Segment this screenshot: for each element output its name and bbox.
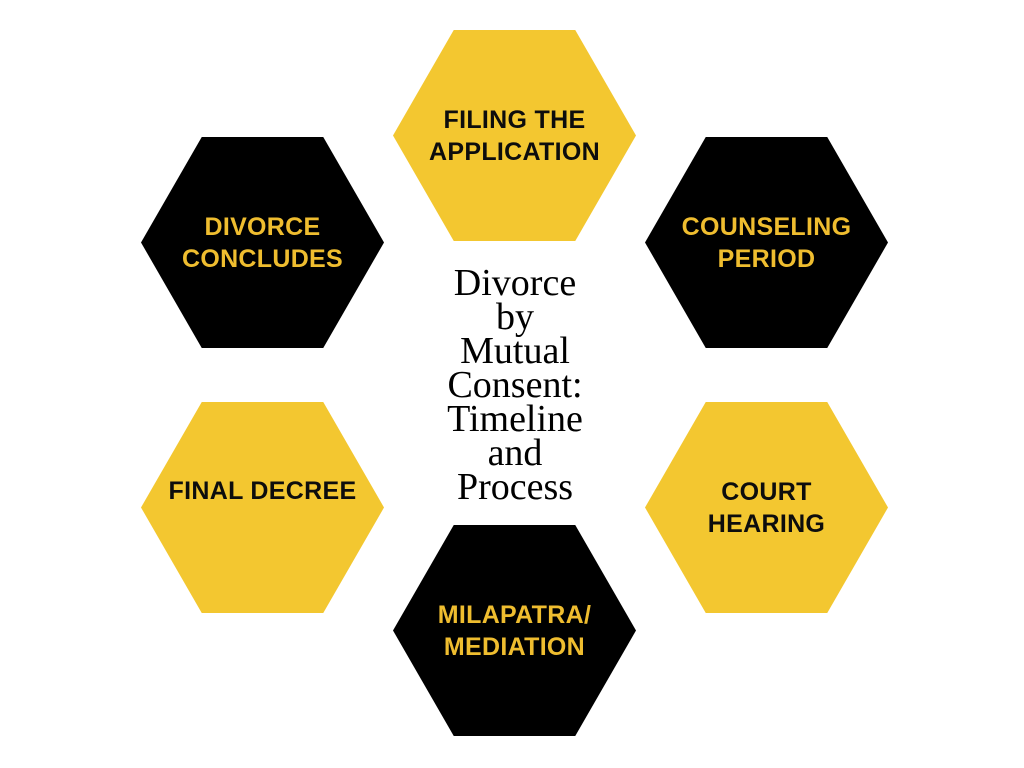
hexagon-filing-the-application: FILING THE APPLICATION (393, 30, 636, 241)
hexagon-label-line: COURT (721, 477, 812, 506)
hexagon-label-line: FINAL DECREE (168, 476, 357, 505)
hexagon-label-line: DIVORCE (204, 212, 321, 241)
page-title-line: Process (456, 466, 574, 508)
page-title-line: and (487, 432, 543, 474)
hexagon-court-hearing: COURT HEARING (645, 402, 888, 613)
page-title-line: Consent: (447, 364, 583, 406)
page-title-line: Divorce (453, 262, 577, 304)
hexagon-label: FINAL DECREE (169, 475, 357, 507)
hexagon-label-line: FILING THE (443, 105, 586, 134)
hexagon-label: MILAPATRA/ MEDIATION (438, 599, 591, 663)
page-title-line: Mutual (460, 330, 570, 372)
hexagon-label-line: HEARING (707, 509, 826, 538)
hexagon-label-line: MEDIATION (443, 632, 586, 661)
hexagon-milapatra-mediation: MILAPATRA/ MEDIATION (393, 525, 636, 736)
hexagon-label: COURT HEARING (708, 476, 825, 540)
hexagon-label-line: COUNSELING (681, 212, 852, 241)
hexagon-label-line: CONCLUDES (181, 244, 344, 273)
hexagon-counseling-period: COUNSELING PERIOD (645, 137, 888, 348)
hexagon-label-line: APPLICATION (429, 137, 600, 166)
hexagon-label: DIVORCE CONCLUDES (182, 211, 343, 275)
hexagon-label: COUNSELING PERIOD (682, 211, 852, 275)
page-title: Divorce by Mutual Consent: Timeline and … (447, 262, 583, 508)
hexagon-label-line: PERIOD (717, 244, 816, 273)
hexagon-label-line: MILAPATRA/ (437, 600, 592, 629)
hexagon-divorce-concludes: DIVORCE CONCLUDES (141, 137, 384, 348)
page-title-line: Timeline (447, 398, 583, 440)
hexagon-final-decree: FINAL DECREE (141, 402, 384, 613)
hexagon-label: FILING THE APPLICATION (429, 104, 600, 168)
page-title-line: by (496, 296, 534, 338)
